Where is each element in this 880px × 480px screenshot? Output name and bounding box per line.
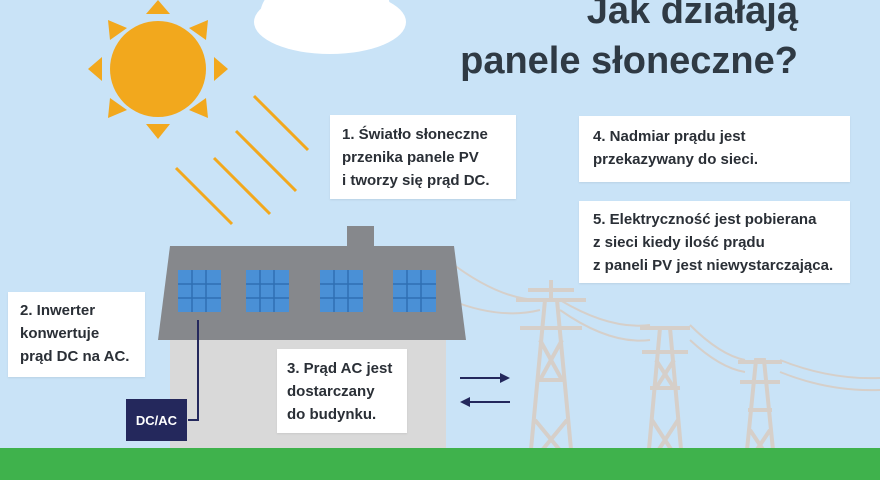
step-5-line-3: z paneli PV jest niewystarczająca.: [593, 257, 834, 274]
solar-panel: [178, 270, 221, 312]
power-pylon-medium: [640, 326, 690, 462]
house-roof: [158, 246, 466, 340]
title-line-2: panele słoneczne?: [460, 40, 798, 82]
step-3-box: 3. Prąd AC jest dostarczany do budynku.: [277, 349, 407, 433]
step-4-line-1: 4. Nadmiar prądu jest: [593, 128, 746, 145]
inverter-label: DC/AC: [135, 412, 178, 428]
inverter-wire: [188, 320, 199, 421]
step-2-line-2: konwertuje: [20, 325, 100, 342]
step-2-line-1: 2. Inwerter: [20, 302, 96, 319]
step-1-line-1: 1. Światło słoneczne: [342, 126, 488, 143]
arrow-right-icon: [460, 373, 510, 383]
step-2-line-3: prąd DC na AC.: [20, 348, 130, 365]
solar-panel: [320, 270, 363, 312]
sun-rays: [174, 94, 310, 226]
step-1-box: 1. Światło słoneczne przenika panele PV …: [330, 115, 516, 199]
step-2-box: 2. Inwerter konwertuje prąd DC na AC.: [8, 292, 145, 377]
sun-icon: [88, 0, 228, 139]
power-pylon-small: [738, 358, 782, 462]
solar-panel: [246, 270, 289, 312]
solar-panel: [393, 270, 436, 312]
power-pylon-large: [516, 280, 586, 462]
step-3-line-2: dostarczany: [287, 383, 375, 400]
step-5-line-1: 5. Elektryczność jest pobierana: [593, 211, 817, 228]
inverter-box: DC/AC: [126, 399, 187, 441]
title-line-1: Jak działają: [586, 0, 798, 32]
step-4-line-2: przekazywany do sieci.: [593, 151, 759, 168]
step-3-line-1: 3. Prąd AC jest: [287, 360, 393, 377]
step-3-line-3: do budynku.: [287, 406, 377, 423]
step-1-line-3: i tworzy się prąd DC.: [342, 172, 490, 189]
step-5-box: 5. Elektryczność jest pobierana z sieci …: [579, 201, 850, 283]
step-1-line-2: przenika panele PV: [342, 149, 479, 166]
step-4-box: 4. Nadmiar prądu jest przekazywany do si…: [579, 116, 850, 182]
arrow-left-icon: [460, 397, 510, 407]
grass-ground: [0, 448, 880, 480]
cloud-icon: [254, 0, 406, 54]
page-title: Jak działają panele słoneczne?: [460, 0, 798, 86]
step-5-line-2: z sieci kiedy ilość prądu: [593, 234, 765, 251]
